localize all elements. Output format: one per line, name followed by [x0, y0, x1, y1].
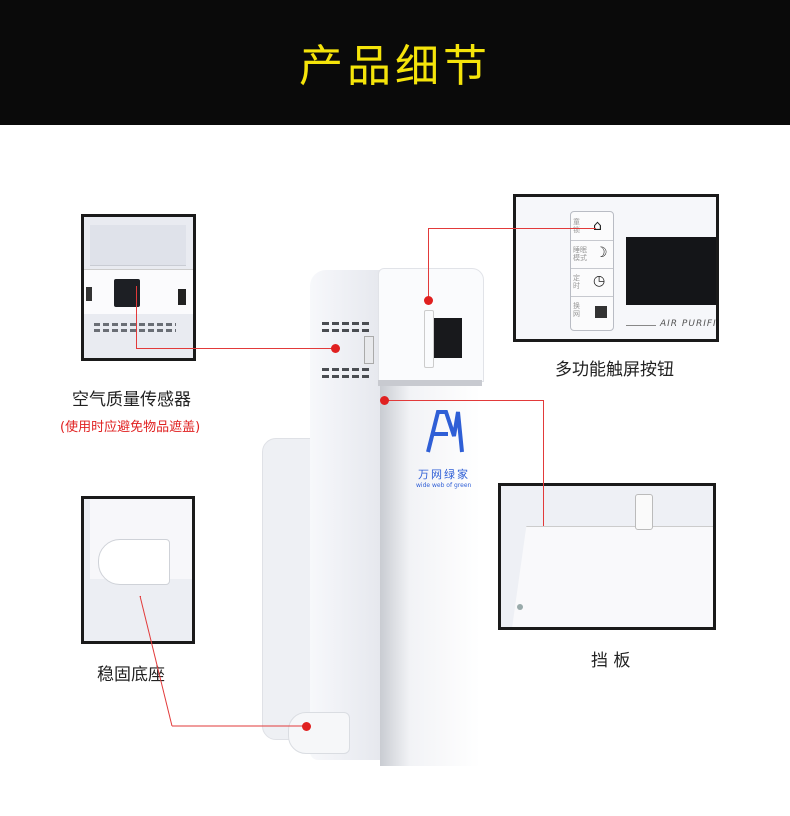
- baffle-label: 挡 板: [591, 651, 631, 671]
- touch-leader: [428, 228, 596, 229]
- brand-line: [626, 325, 656, 326]
- sensor-port: [364, 336, 374, 364]
- sensor-leader-dot: [331, 344, 340, 353]
- base-foot: [98, 539, 170, 585]
- side-vent: [322, 375, 370, 378]
- purifier-seam: [378, 380, 482, 386]
- sensor-clip-icon: [86, 287, 92, 301]
- filter-icon: [595, 306, 607, 318]
- side-vent: [322, 329, 370, 332]
- base-label: 稳固底座: [97, 665, 165, 685]
- baffle-leader: [543, 400, 544, 526]
- base-detail-panel: [81, 496, 195, 644]
- sensor-vent: [94, 323, 176, 326]
- touch-label: 多功能触屏按钮: [555, 360, 674, 380]
- touch-button-label: 童锁: [573, 218, 580, 234]
- baffle-hinge: [635, 494, 653, 530]
- sensor-label: 空气质量传感器: [72, 390, 191, 410]
- side-vent: [322, 368, 370, 371]
- touch-button-timer[interactable]: 定时 ◷: [571, 270, 613, 297]
- header-banner: 产品细节: [0, 0, 790, 125]
- side-vent: [322, 322, 370, 325]
- touch-button-filter[interactable]: 换网: [571, 298, 613, 326]
- page-title: 产品细节: [299, 41, 491, 92]
- clock-icon: ◷: [593, 273, 606, 289]
- baffle-screw: [517, 604, 523, 610]
- sensor-detail-panel: [81, 214, 196, 361]
- lock-icon: ⌂: [593, 218, 602, 234]
- brand-logo-sub: wide web of green: [416, 482, 472, 489]
- baffle-plate: [511, 526, 713, 627]
- sensor-vent: [94, 329, 176, 332]
- display-screen: [626, 237, 716, 305]
- base-leader: [140, 596, 141, 597]
- brand-logo-text: 万网绿家: [418, 468, 470, 481]
- touch-button-lock[interactable]: 童锁 ⌂: [571, 214, 613, 241]
- touch-leader: [428, 228, 429, 300]
- sensor-slot-icon: [178, 289, 186, 305]
- touch-button-label: 换网: [573, 302, 580, 318]
- touch-button-sleep[interactable]: 睡眠模式 ☽: [571, 242, 613, 269]
- sensor-leader: [136, 348, 336, 349]
- touch-leader-dot: [424, 296, 433, 305]
- sensor-note: (使用时应避免物品遮盖): [60, 420, 201, 435]
- baffle-leader-dot: [380, 396, 389, 405]
- purifier-base-foot: [288, 712, 350, 754]
- baffle-leader: [385, 400, 543, 401]
- purifier-touch-keys[interactable]: [424, 310, 434, 368]
- sensor-housing: [90, 225, 186, 266]
- brand-text: AIR PURIFIER: [660, 319, 717, 329]
- touch-button-column: 童锁 ⌂ 睡眠模式 ☽ 定时 ◷ 换网: [570, 211, 614, 331]
- touch-button-label: 睡眠模式: [573, 246, 587, 262]
- base-leader-dot: [302, 722, 311, 731]
- sensor-window-icon: [114, 279, 140, 307]
- touch-button-label: 定时: [573, 274, 580, 290]
- touch-detail-panel: 童锁 ⌂ 睡眠模式 ☽ 定时 ◷ 换网 AIR PURIFIER: [513, 194, 719, 342]
- baffle-detail-panel: [498, 483, 716, 630]
- purifier-display: [434, 318, 462, 358]
- sensor-leader: [136, 286, 137, 348]
- brand-logo-icon: [424, 406, 464, 456]
- moon-icon: ☽: [595, 245, 608, 261]
